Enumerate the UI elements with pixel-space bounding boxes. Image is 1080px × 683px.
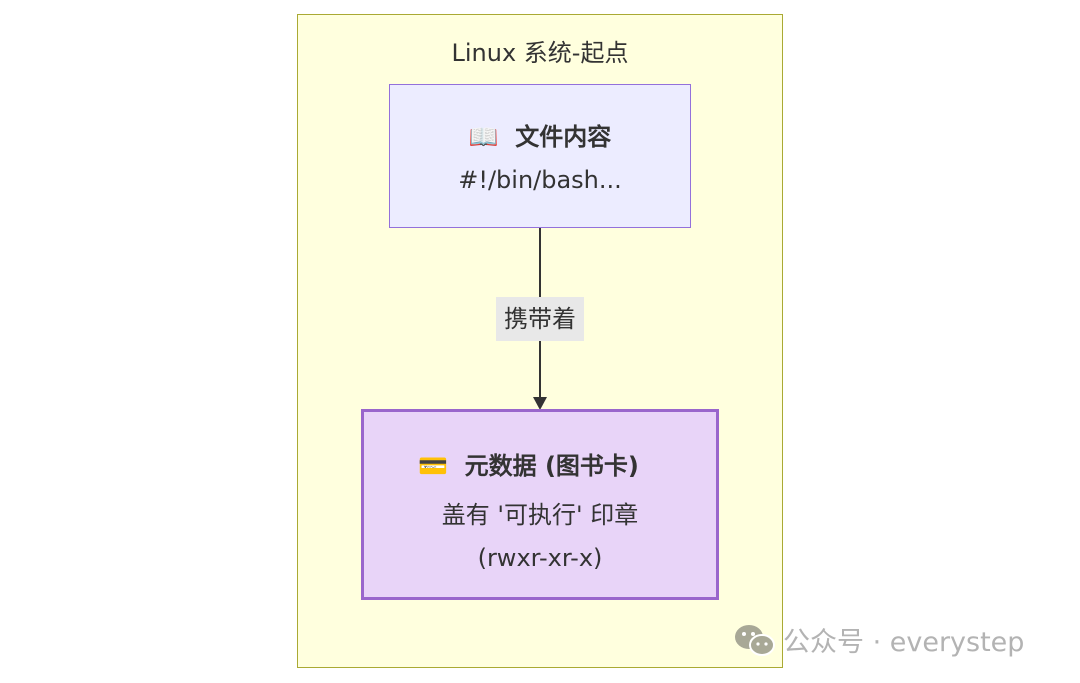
credit-card-icon: 💳 bbox=[418, 452, 448, 480]
node-title: 文件内容 bbox=[515, 123, 612, 151]
node-file-content[interactable]: 📖 文件内容 #!/bin/bash... bbox=[389, 84, 691, 228]
book-icon: 📖 bbox=[468, 123, 499, 151]
watermark-text: 公众号 · everystep bbox=[783, 627, 1025, 658]
node-metadata[interactable]: 💳 元数据 (图书卡) 盖有 '可执行' 印章 (rwxr-xr-x) bbox=[361, 409, 719, 600]
watermark: 公众号 · everystep bbox=[733, 620, 1024, 659]
node-title: 元数据 (图书卡) bbox=[464, 452, 639, 480]
edge-label: 携带着 bbox=[496, 297, 584, 341]
node-text-line1: 盖有 '可执行' 印章 bbox=[441, 501, 639, 529]
wechat-icon bbox=[735, 624, 775, 656]
node-text-line2: (rwxr-xr-x) bbox=[477, 544, 603, 572]
subgraph-title: Linux 系统-起点 bbox=[451, 39, 629, 67]
node-text: #!/bin/bash... bbox=[458, 166, 622, 194]
